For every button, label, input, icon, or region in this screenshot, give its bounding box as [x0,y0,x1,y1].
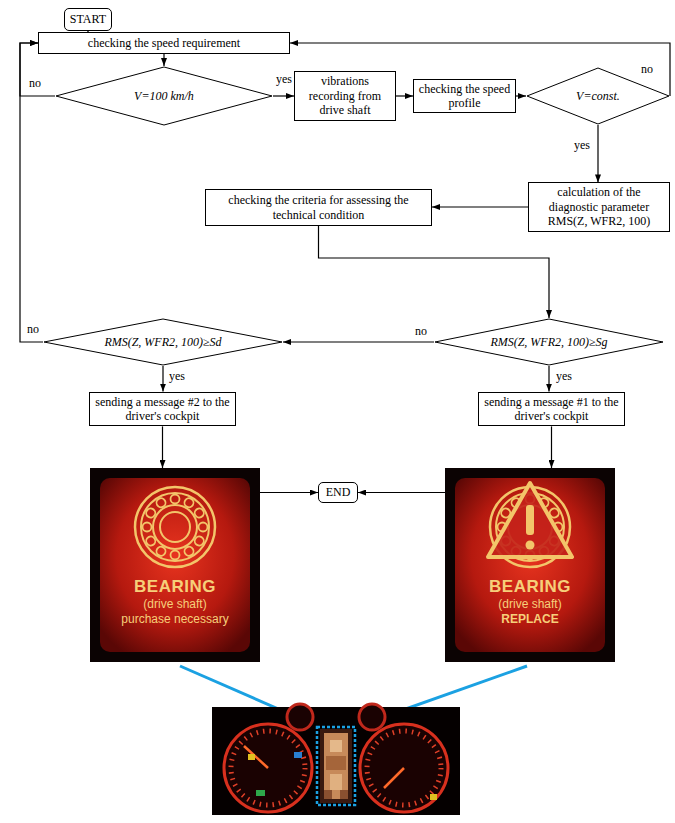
edge-label: no [640,62,654,76]
bearing-warning-icon [488,483,572,567]
flow-arrow [319,226,550,318]
edge-label: yes [573,138,591,152]
flow-arrow [551,426,552,468]
node-text: START [70,12,106,26]
decision-diamond: V=100 km/h [55,66,273,126]
flow-arrow [20,43,43,342]
node-text: V=100 km/h [134,89,194,103]
flow-arrow [396,95,413,96]
process-box: checking the speed requirement [38,32,290,54]
node-text: V=const. [576,89,620,103]
dashboard-photo [212,704,460,815]
panel-glow [455,478,605,652]
flow-arrow [260,492,318,493]
dashboard-message-panel: BEARING(drive shaft)purchase necessary [90,468,260,662]
process-box: checking the criteria for assessing the … [205,189,432,226]
node-text: calculation of the diagnostic parameter … [533,185,665,228]
node-text: sending a message #1 to the driver's coc… [483,395,620,424]
flow-arrow [162,426,163,468]
message-text: (drive shaft) [143,597,206,612]
message-text: (drive shaft) [498,597,561,612]
edge-label: no [26,322,40,336]
panel-background [90,468,615,662]
message-text: BEARING [134,576,216,597]
edge-label: yes [275,72,293,86]
bearing-icon [135,487,215,567]
node-text: checking the speed profile [418,82,511,111]
flow-arrow [548,366,549,392]
terminal-box: START [64,8,112,31]
node-text: checking the speed requirement [88,36,240,50]
panel-frame [445,468,615,662]
node-text: sending a message #2 to the driver's coc… [94,395,231,424]
flow-arrow [432,206,528,207]
diamond-outline [527,68,669,124]
diamond-outline [435,319,663,365]
node-text: END [326,485,351,499]
edge-label: no [28,76,42,90]
edge-label: yes [168,369,186,383]
edge-label: no [414,324,428,338]
node-text: RMS(Z, WFR2, 100)≥Sg [490,335,607,349]
flow-arrow [283,341,434,342]
flow-arrow [597,125,598,182]
flow-arrow [273,95,294,96]
panel-glow [100,478,250,652]
message-text: purchase necessary [121,612,228,627]
process-box: checking the speed profile [413,79,516,114]
message-text: REPLACE [501,612,558,627]
process-box: vibrations recording from drive shaft [294,71,396,120]
node-text: checking the criteria for assessing the … [210,193,427,222]
dashboard-message-panel: BEARING(drive shaft)REPLACE [445,468,615,662]
diamond-outline [44,319,282,365]
panel-frame [90,468,260,662]
flow-arrow [358,492,445,493]
node-text: vibrations recording from drive shaft [299,74,391,117]
flow-arrow [516,95,526,96]
edge-label: yes [555,369,573,383]
flow-arrow [162,366,163,392]
process-box: sending a message #1 to the driver's coc… [478,392,625,427]
process-box: calculation of the diagnostic parameter … [528,182,670,231]
flow-arrow [163,54,164,66]
node-text: RMS(Z, WFR2, 100)≥Sd [104,335,221,349]
process-box: sending a message #2 to the driver's coc… [89,392,236,427]
decision-diamond: RMS(Z, WFR2, 100)≥Sg [434,318,664,366]
message-text: BEARING [489,576,571,597]
decision-diamond: RMS(Z, WFR2, 100)≥Sd [43,318,283,366]
diamond-outline [56,67,272,125]
terminal-box: END [318,482,358,503]
